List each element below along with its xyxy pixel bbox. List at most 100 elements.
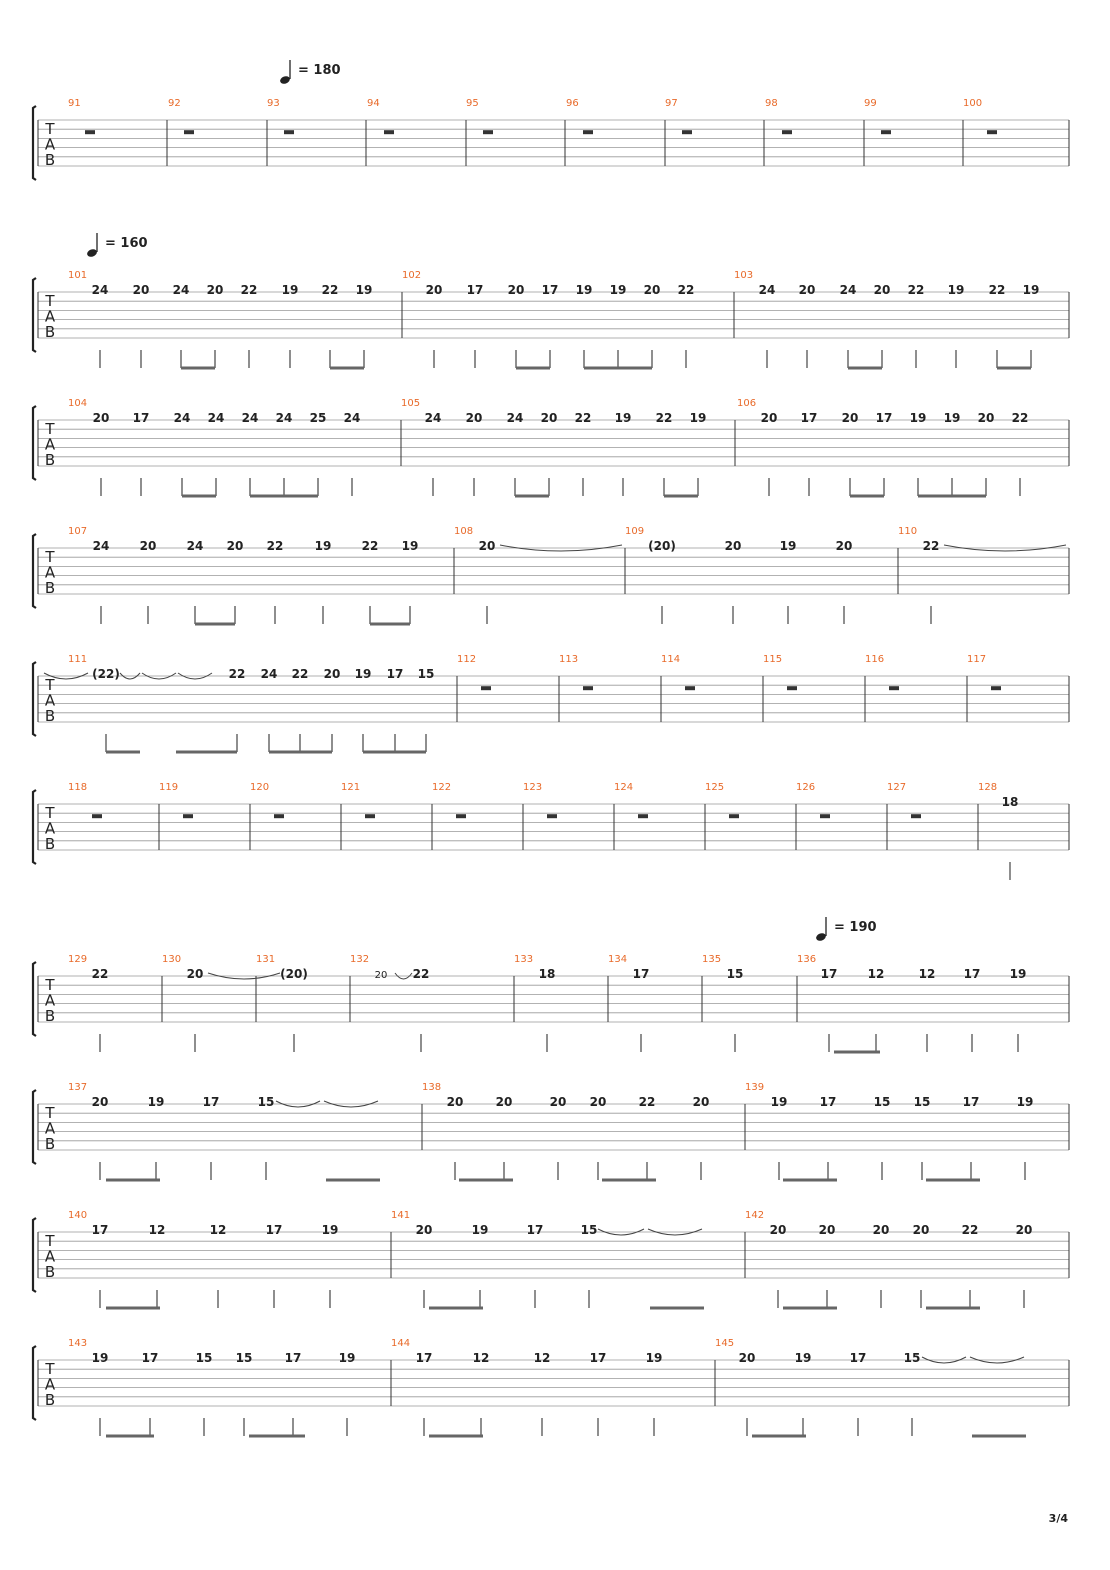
fret-number: 17	[820, 1095, 837, 1109]
whole-rest	[384, 130, 394, 135]
fret-number: 19	[1023, 283, 1040, 297]
fret-number: 17	[801, 411, 818, 425]
measure-number: 96	[566, 98, 579, 109]
measure-number: 99	[864, 98, 877, 109]
measure-number: 101	[68, 270, 87, 281]
tie-arc	[177, 672, 213, 680]
fret-number: 24	[276, 411, 293, 425]
whole-rest	[820, 814, 830, 819]
whole-rest	[456, 814, 466, 819]
system-bracket	[31, 1345, 37, 1421]
fret-number: 22	[241, 283, 258, 297]
whole-rest	[92, 814, 102, 819]
measure-number: 107	[68, 526, 87, 537]
fret-number: 12	[868, 967, 885, 981]
measure-number: 129	[68, 954, 87, 965]
measure-number: 91	[68, 98, 81, 109]
tie-arc	[647, 1228, 703, 1236]
measure-number: 92	[168, 98, 181, 109]
fret-number: 24	[425, 411, 442, 425]
fret-number: 15	[904, 1351, 921, 1365]
tab-letter: A	[45, 992, 56, 1010]
fret-number: 22	[908, 283, 925, 297]
measure-number: 132	[350, 954, 369, 965]
whole-rest	[881, 130, 891, 135]
measure-number: 97	[665, 98, 678, 109]
measure-number: 118	[68, 782, 87, 793]
tie-arc	[43, 672, 89, 680]
fret-number: 19	[356, 283, 373, 297]
measure-number: 104	[68, 398, 87, 409]
fret-number: 19	[1017, 1095, 1034, 1109]
fret-number: 15	[418, 667, 435, 681]
whole-rest	[729, 814, 739, 819]
tab-letter: A	[45, 136, 56, 154]
fret-number: 20	[644, 283, 661, 297]
fret-number: 19	[615, 411, 632, 425]
fret-number: 22	[923, 539, 940, 553]
system-bracket	[31, 789, 37, 865]
fret-number: 24	[840, 283, 857, 297]
fret-number: 17	[133, 411, 150, 425]
system-bracket	[31, 405, 37, 481]
fret-number: 20	[416, 1223, 433, 1237]
fret-number: 20	[496, 1095, 513, 1109]
tie-arc	[207, 972, 281, 980]
whole-rest	[284, 130, 294, 135]
system-bracket	[31, 105, 37, 181]
fret-number: 12	[534, 1351, 551, 1365]
measure-number: 121	[341, 782, 360, 793]
fret-number: 24	[92, 283, 109, 297]
fret-number: 15	[727, 967, 744, 981]
fret-number: 24	[93, 539, 110, 553]
tie-arc	[597, 1228, 645, 1236]
measure-number: 117	[967, 654, 986, 665]
fret-number: 17	[963, 1095, 980, 1109]
fret-number: 17	[633, 967, 650, 981]
fret-number: 17	[876, 411, 893, 425]
measure-number: 135	[702, 954, 721, 965]
fret-number: 20	[466, 411, 483, 425]
fret-number: 20	[913, 1223, 930, 1237]
measure-number: 113	[559, 654, 578, 665]
tab-letter: T	[44, 292, 55, 310]
measure-number: 131	[256, 954, 275, 965]
system-bracket	[31, 533, 37, 609]
fret-number: 17	[92, 1223, 109, 1237]
whole-rest	[682, 130, 692, 135]
measure-number: 122	[432, 782, 451, 793]
system-bracket	[31, 1217, 37, 1293]
fret-number: 24	[208, 411, 225, 425]
tab-letter: B	[45, 1135, 55, 1153]
measure-number: 145	[715, 1338, 734, 1349]
fret-number: 15	[258, 1095, 275, 1109]
whole-rest	[183, 814, 193, 819]
tab-letter: T	[44, 1360, 55, 1378]
tempo-value: = 190	[834, 920, 877, 935]
grace-fret-number: 20	[375, 970, 388, 981]
measure-number: 126	[796, 782, 815, 793]
fret-number: 24	[187, 539, 204, 553]
whole-rest	[638, 814, 648, 819]
fret-number: 19	[948, 283, 965, 297]
tempo-value: = 160	[105, 236, 148, 251]
fret-number: 15	[581, 1223, 598, 1237]
measure-number: 103	[734, 270, 753, 281]
tempo-value: = 180	[298, 63, 341, 78]
fret-number: 20	[770, 1223, 787, 1237]
fret-number: 20	[133, 283, 150, 297]
whole-rest	[889, 686, 899, 691]
measure-number: 116	[865, 654, 884, 665]
measure-number: 140	[68, 1210, 87, 1221]
measure-number: 114	[661, 654, 680, 665]
measure-number: 109	[625, 526, 644, 537]
tie-arc	[141, 672, 177, 680]
quarter-note-icon	[280, 76, 290, 84]
whole-rest	[483, 130, 493, 135]
tab-letter: T	[44, 804, 55, 822]
fret-number: 20	[819, 1223, 836, 1237]
